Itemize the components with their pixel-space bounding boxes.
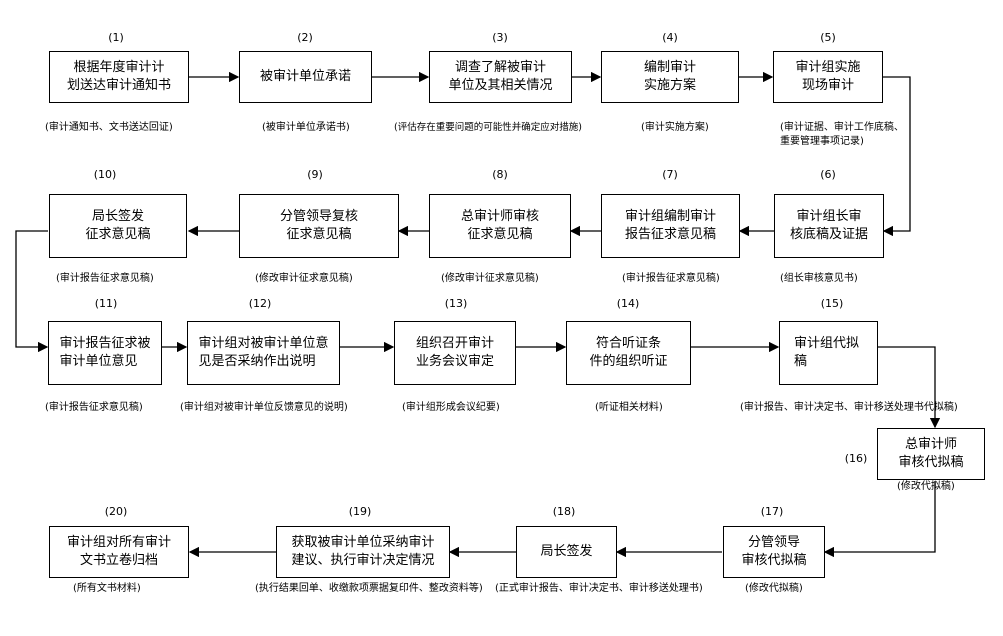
step-number-17: (17) — [760, 505, 784, 518]
step-note-11: (审计报告征求意见稿) — [45, 402, 143, 413]
step-note-5: (审计证据、审计工作底稿、 重要管理事项记录) — [780, 122, 904, 147]
step-note-8: (修改审计征求意见稿) — [441, 273, 539, 284]
step-text-8: 总审计师审核 征求意见稿 — [460, 209, 539, 242]
step-number-18: (18) — [552, 505, 576, 518]
step-box-14: 符合听证条 件的组织听证 — [566, 321, 691, 385]
step-note-12: (审计组对被审计单位反馈意见的说明) — [180, 402, 348, 413]
step-text-1: 根据年度审计计 划送达审计通知书 — [66, 60, 171, 93]
step-text-9: 分管领导复核 征求意见稿 — [279, 209, 358, 242]
step-text-6: 审计组长审 核底稿及证据 — [789, 209, 868, 242]
arrow-15-16 — [878, 346, 941, 429]
step-box-20: 审计组对所有审计 文书立卷归档 — [49, 526, 189, 578]
step-note-16: (修改代拟稿) — [897, 481, 955, 492]
step-box-19: 获取被审计单位采纳审计 建议、执行审计决定情况 — [276, 526, 450, 578]
step-number-2: (2) — [297, 31, 313, 44]
step-number-4: (4) — [662, 31, 678, 44]
arrow-16-17 — [823, 481, 936, 558]
step-number-20: (20) — [104, 505, 128, 518]
step-note-14: (听证相关材料) — [595, 402, 663, 413]
step-note-7: (审计报告征求意见稿) — [622, 273, 720, 284]
step-box-9: 分管领导复核 征求意见稿 — [239, 194, 399, 258]
step-note-3: (评估存在重要问题的可能性并确定应对措施) — [394, 122, 582, 133]
step-box-11: 审计报告征求被 审计单位意见 — [48, 321, 162, 385]
step-box-6: 审计组长审 核底稿及证据 — [774, 194, 884, 258]
step-box-4: 编制审计 实施方案 — [601, 51, 739, 103]
step-text-3: 调查了解被审计 单位及其相关情况 — [448, 60, 553, 93]
step-number-1: (1) — [108, 31, 124, 44]
step-box-2: 被审计单位承诺 — [239, 51, 372, 103]
step-box-17: 分管领导 审核代拟稿 — [723, 526, 825, 578]
step-box-8: 总审计师审核 征求意见稿 — [429, 194, 571, 258]
step-text-4: 编制审计 实施方案 — [643, 60, 696, 93]
step-text-7: 审计组编制审计 报告征求意见稿 — [624, 209, 716, 242]
step-note-9: (修改审计征求意见稿) — [255, 273, 353, 284]
step-note-2: (被审计单位承诺书) — [262, 122, 350, 133]
step-number-10: (10) — [93, 168, 117, 181]
step-box-5: 审计组实施 现场审计 — [773, 51, 883, 103]
step-text-5: 审计组实施 现场审计 — [795, 60, 861, 93]
step-number-8: (8) — [492, 168, 508, 181]
step-number-11: (11) — [94, 297, 118, 310]
step-number-15: (15) — [820, 297, 844, 310]
step-text-10: 局长签发 征求意见稿 — [85, 209, 151, 242]
step-number-3: (3) — [492, 31, 508, 44]
step-box-1: 根据年度审计计 划送达审计通知书 — [49, 51, 189, 103]
step-text-14: 符合听证条 件的组织听证 — [589, 336, 668, 369]
step-box-15: 审计组代拟 稿 — [779, 321, 878, 385]
step-note-1: (审计通知书、文书送达回证) — [45, 122, 173, 133]
step-box-13: 组织召开审计 业务会议审定 — [394, 321, 516, 385]
arrow-5-6 — [882, 76, 911, 237]
step-note-10: (审计报告征求意见稿) — [56, 273, 154, 284]
step-text-13: 组织召开审计 业务会议审定 — [415, 336, 494, 369]
step-number-13: (13) — [444, 297, 468, 310]
step-note-18: (正式审计报告、审计决定书、审计移送处理书) — [495, 583, 703, 594]
step-text-20: 审计组对所有审计 文书立卷归档 — [66, 535, 171, 568]
step-note-6: (组长审核意见书) — [780, 273, 858, 284]
step-text-12: 审计组对被审计单位意 见是否采纳作出说明 — [198, 336, 329, 369]
step-box-18: 局长签发 — [516, 526, 617, 578]
step-note-4: (审计实施方案) — [641, 122, 709, 133]
step-box-3: 调查了解被审计 单位及其相关情况 — [429, 51, 572, 103]
step-note-20: (所有文书材料) — [73, 583, 141, 594]
step-text-11: 审计报告征求被 审计单位意见 — [59, 336, 151, 369]
step-note-13: (审计组形成会议纪要) — [402, 402, 500, 413]
step-number-7: (7) — [662, 168, 678, 181]
step-number-16: (16) — [844, 452, 868, 465]
step-note-17: (修改代拟稿) — [745, 583, 803, 594]
step-number-9: (9) — [307, 168, 323, 181]
step-text-17: 分管领导 审核代拟稿 — [741, 535, 807, 568]
step-text-15: 审计组代拟 稿 — [794, 336, 860, 369]
step-number-5: (5) — [820, 31, 836, 44]
step-number-6: (6) — [820, 168, 836, 181]
step-text-16: 总审计师 审核代拟稿 — [898, 437, 964, 470]
step-box-16: 总审计师 审核代拟稿 — [877, 428, 985, 480]
step-note-15: (审计报告、审计决定书、审计移送处理书代拟稿) — [740, 402, 958, 413]
step-note-19: (执行结果回单、收缴款项票据复印件、整改资料等) — [255, 583, 483, 594]
step-text-18: 局长签发 — [540, 544, 593, 559]
step-text-2: 被审计单位承诺 — [259, 69, 351, 84]
step-number-19: (19) — [348, 505, 372, 518]
step-box-10: 局长签发 征求意见稿 — [49, 194, 187, 258]
arrow-10-11 — [15, 230, 49, 353]
step-number-14: (14) — [616, 297, 640, 310]
step-number-12: (12) — [248, 297, 272, 310]
step-text-19: 获取被审计单位采纳审计 建议、执行审计决定情况 — [291, 535, 435, 568]
step-box-12: 审计组对被审计单位意 见是否采纳作出说明 — [187, 321, 340, 385]
step-box-7: 审计组编制审计 报告征求意见稿 — [601, 194, 740, 258]
